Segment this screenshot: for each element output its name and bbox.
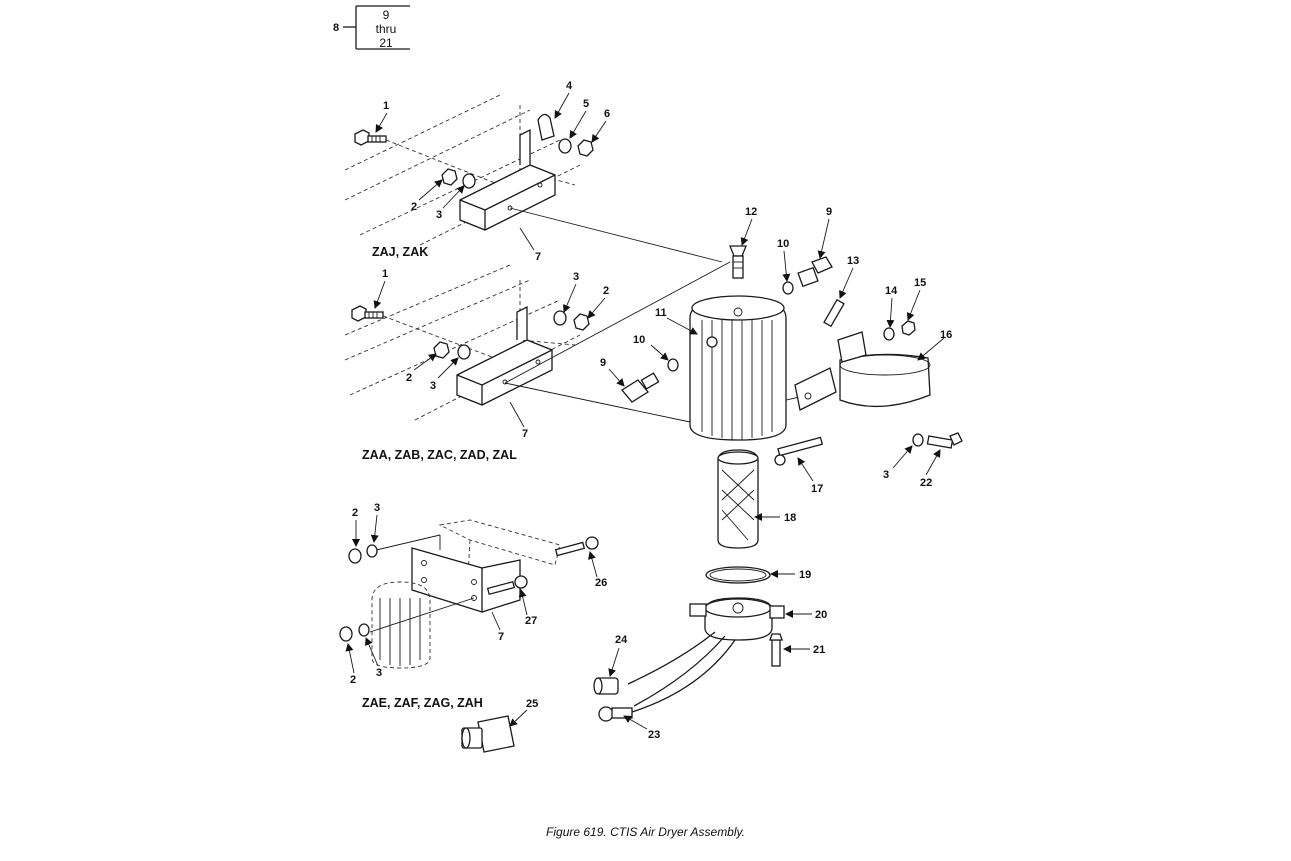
washer-part-3f bbox=[358, 623, 370, 637]
pin-part-13 bbox=[823, 298, 845, 328]
callout-7c: 7 bbox=[498, 631, 504, 643]
callout-27: 27 bbox=[525, 615, 537, 627]
clip-part-4 bbox=[537, 113, 555, 141]
base-part-20 bbox=[689, 597, 785, 641]
washer-part-3b bbox=[553, 310, 567, 326]
screw-part-26 bbox=[554, 536, 599, 557]
washer-part-10a bbox=[782, 281, 794, 295]
callout-7a: 7 bbox=[535, 251, 541, 263]
callout-15: 15 bbox=[914, 277, 926, 289]
callout-3d: 3 bbox=[883, 469, 889, 481]
callout-23: 23 bbox=[648, 729, 660, 741]
kit-reference-box: 8 9 thru 21 bbox=[333, 5, 410, 50]
fitting-part-9b bbox=[621, 372, 660, 403]
bracket-part-7b bbox=[456, 305, 553, 406]
callout-14: 14 bbox=[885, 285, 898, 297]
callout-1a: 1 bbox=[383, 100, 389, 112]
figure-caption: Figure 619. CTIS Air Dryer Assembly. bbox=[546, 825, 745, 839]
kit-ref-number: 8 bbox=[333, 22, 339, 34]
nut-part-2e bbox=[339, 626, 353, 642]
nut-part-2c bbox=[433, 341, 450, 359]
callout-17: 17 bbox=[811, 483, 823, 495]
screw-part-1b bbox=[351, 305, 384, 322]
callout-3b: 3 bbox=[573, 271, 579, 283]
kit-range-start: 9 bbox=[383, 8, 390, 22]
nut-part-2d bbox=[348, 548, 362, 564]
washer-part-3a bbox=[462, 173, 476, 189]
kit-range-thru: thru bbox=[376, 22, 397, 36]
dryer-housing-part-11 bbox=[689, 295, 787, 441]
group-label-zaj-zak: ZAJ, ZAK bbox=[372, 245, 428, 259]
callout-6: 6 bbox=[604, 108, 610, 120]
bracket-group-zaj-zak bbox=[344, 94, 594, 246]
callout-9a: 9 bbox=[826, 206, 832, 218]
group-label-zae-zah: ZAE, ZAF, ZAG, ZAH bbox=[362, 696, 483, 710]
washer-part-14 bbox=[883, 327, 895, 341]
nut-part-2a bbox=[441, 168, 458, 186]
callout-numbers: 1 4 5 6 2 3 7 1 3 2 2 3 7 12 9 10 13 14 … bbox=[350, 80, 952, 741]
callout-2d: 2 bbox=[352, 507, 358, 519]
callout-1b: 1 bbox=[382, 268, 388, 280]
callout-16: 16 bbox=[940, 329, 952, 341]
washer-part-10b bbox=[667, 358, 679, 372]
kit-range-end: 21 bbox=[379, 36, 393, 50]
callout-10a: 10 bbox=[777, 238, 789, 250]
bracket-group-zae-zah bbox=[339, 519, 599, 669]
bracket-part-7a bbox=[459, 128, 556, 231]
callout-10b: 10 bbox=[633, 334, 645, 346]
fitting-part-9a bbox=[797, 256, 833, 288]
connector-part-24 bbox=[593, 677, 619, 695]
callout-12: 12 bbox=[745, 206, 757, 218]
assembly-line-diag bbox=[504, 261, 731, 384]
washer-part-3c bbox=[457, 344, 471, 360]
screw-part-21 bbox=[769, 633, 783, 667]
callout-13: 13 bbox=[847, 255, 859, 267]
callout-5: 5 bbox=[583, 98, 589, 110]
callout-7b: 7 bbox=[522, 428, 528, 440]
callout-26: 26 bbox=[595, 577, 607, 589]
callout-20: 20 bbox=[815, 609, 827, 621]
bolt-part-22 bbox=[926, 432, 963, 449]
harness-wires bbox=[627, 631, 736, 713]
callout-19: 19 bbox=[799, 569, 811, 581]
nut-part-15 bbox=[901, 320, 916, 336]
bolt-part-17 bbox=[774, 436, 824, 466]
callout-arrows bbox=[345, 92, 945, 730]
clamp-part-16 bbox=[794, 331, 931, 411]
callout-4: 4 bbox=[566, 80, 573, 92]
assembly-line-top bbox=[509, 207, 723, 263]
callout-3e: 3 bbox=[374, 502, 380, 514]
washer-part-3e bbox=[366, 544, 378, 558]
washer-part-5 bbox=[558, 138, 572, 154]
callout-24: 24 bbox=[615, 634, 628, 646]
callout-2c: 2 bbox=[406, 372, 412, 384]
nut-part-6 bbox=[577, 139, 594, 157]
washer-part-3d bbox=[912, 433, 924, 447]
callout-21: 21 bbox=[813, 644, 825, 656]
callout-22: 22 bbox=[920, 477, 932, 489]
bracket-group-zaa-zal bbox=[344, 264, 590, 421]
callout-9b: 9 bbox=[600, 357, 606, 369]
callout-3c: 3 bbox=[430, 380, 436, 392]
valve-part-12 bbox=[729, 245, 747, 279]
callout-11: 11 bbox=[655, 307, 667, 319]
callout-18: 18 bbox=[784, 512, 796, 524]
filter-cartridge-part-18 bbox=[717, 449, 759, 549]
nut-part-2b bbox=[573, 313, 590, 331]
screw-part-27 bbox=[486, 575, 528, 596]
terminal-part-23 bbox=[598, 706, 633, 722]
assembly-line-bottom bbox=[504, 382, 691, 423]
callout-3a: 3 bbox=[436, 209, 442, 221]
group-label-zaa-zal: ZAA, ZAB, ZAC, ZAD, ZAL bbox=[362, 448, 517, 462]
callout-2a: 2 bbox=[411, 201, 417, 213]
callout-2e: 2 bbox=[350, 674, 356, 686]
connector-part-25 bbox=[461, 715, 515, 753]
callout-2b: 2 bbox=[603, 285, 609, 297]
callout-3f: 3 bbox=[376, 667, 382, 679]
screw-part-1a bbox=[354, 129, 387, 146]
callout-25: 25 bbox=[526, 698, 538, 710]
bracket-part-7c bbox=[411, 547, 483, 613]
